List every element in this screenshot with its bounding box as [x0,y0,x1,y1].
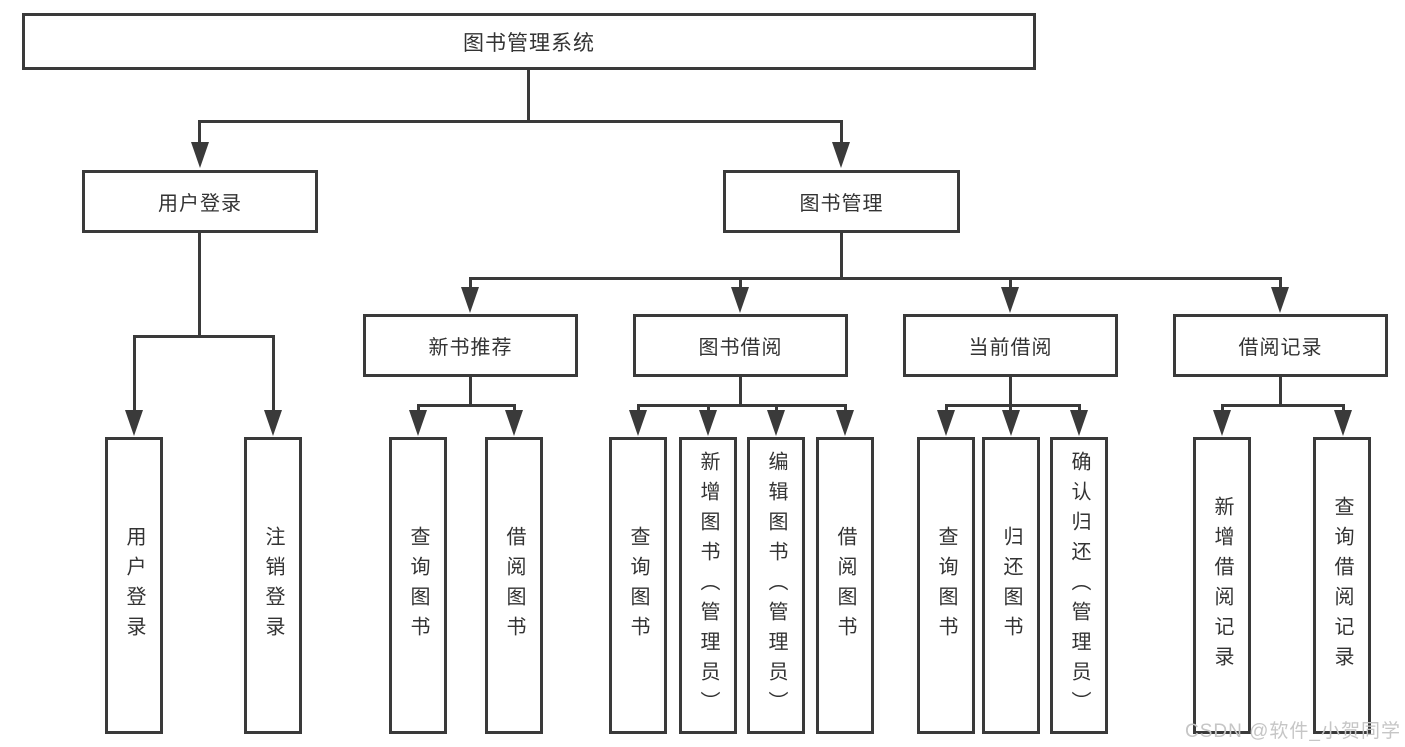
leaf-query-borrow-record: 查询借阅记录 [1313,437,1371,734]
leaf-confirm-return-admin-label: 确认归还（管理员） [1068,450,1090,721]
node-new-book-recommend-label: 新书推荐 [428,337,513,359]
arrow-down-icon [937,410,955,436]
leaf-add-book-admin-label: 新增图书（管理员） [697,450,719,721]
arrow-down-icon [1070,410,1088,436]
arrow-down-icon [699,410,717,436]
node-current-borrow: 当前借阅 [903,314,1118,377]
arrow-down-icon [461,287,479,313]
connector-line [739,377,742,407]
leaf-recommend-borrow-book-label: 借阅图书 [503,525,525,646]
arrow-down-icon [629,410,647,436]
connector-line [775,404,778,412]
leaf-current-query-book: 查询图书 [917,437,975,734]
leaf-logout-label: 注销登录 [262,525,284,646]
connector-line [199,120,843,123]
connector-line [1342,404,1345,412]
node-user-login: 用户登录 [82,170,318,233]
arrow-down-icon [1001,287,1019,313]
leaf-add-borrow-record: 新增借阅记录 [1193,437,1251,734]
arrow-down-icon [1213,410,1231,436]
leaf-add-book-admin: 新增图书（管理员） [679,437,737,734]
leaf-query-borrow-record-label: 查询借阅记录 [1331,495,1353,676]
leaf-return-book-label: 归还图书 [1000,525,1022,646]
connector-line [417,404,516,407]
connector-line [1078,404,1081,412]
arrow-down-icon [1271,287,1289,313]
arrow-down-icon [191,142,209,168]
node-root-label: 图书管理系统 [463,31,595,55]
leaf-borrow-query-book-label: 查询图书 [627,525,649,646]
connector-line [945,404,1081,407]
node-book-borrow: 图书借阅 [633,314,848,377]
node-book-management-label: 图书管理 [799,193,884,215]
connector-line [945,404,948,412]
connector-line [1009,377,1012,407]
leaf-borrow-book-label: 借阅图书 [834,525,856,646]
arrow-down-icon [125,410,143,436]
leaf-add-borrow-record-label: 新增借阅记录 [1211,495,1233,676]
leaf-user-login: 用户登录 [105,437,163,734]
node-borrow-record-label: 借阅记录 [1238,337,1323,359]
arrow-down-icon [1002,410,1020,436]
arrow-down-icon [264,410,282,436]
leaf-current-query-book-label: 查询图书 [935,525,957,646]
connector-line [1009,404,1012,412]
connector-line [527,69,530,122]
arrow-down-icon [1334,410,1352,436]
connector-line [1279,277,1282,289]
arrow-down-icon [832,142,850,168]
node-borrow-record: 借阅记录 [1173,314,1388,377]
connector-line [1221,404,1345,407]
connector-line [1279,377,1282,407]
connector-line [133,335,275,338]
leaf-confirm-return-admin: 确认归还（管理员） [1050,437,1108,734]
leaf-edit-book-admin-label: 编辑图书（管理员） [765,450,787,721]
connector-line [513,404,516,412]
connector-line [844,404,847,412]
connector-line [1009,277,1012,289]
arrow-down-icon [731,287,749,313]
arrow-down-icon [505,410,523,436]
leaf-edit-book-admin: 编辑图书（管理员） [747,437,805,734]
connector-line [417,404,420,412]
leaf-recommend-query-book-label: 查询图书 [407,525,429,646]
leaf-recommend-query-book: 查询图书 [389,437,447,734]
connector-line [198,120,201,144]
connector-line [739,277,742,289]
node-book-borrow-label: 图书借阅 [698,337,783,359]
leaf-borrow-book: 借阅图书 [816,437,874,734]
node-book-management: 图书管理 [723,170,960,233]
connector-line [840,120,843,144]
connector-line [469,277,472,289]
connector-line [469,277,1282,280]
csdn-watermark: CSDN @软件_小贺同学 [1185,721,1401,742]
node-root: 图书管理系统 [22,13,1036,70]
leaf-borrow-query-book: 查询图书 [609,437,667,734]
connector-line [1221,404,1224,412]
leaf-return-book: 归还图书 [982,437,1040,734]
arrow-down-icon [767,410,785,436]
connector-line [469,377,472,407]
leaf-recommend-borrow-book: 借阅图书 [485,437,543,734]
connector-line [637,404,640,412]
connector-line [840,233,843,279]
node-new-book-recommend: 新书推荐 [363,314,578,377]
leaf-logout: 注销登录 [244,437,302,734]
leaf-user-login-label: 用户登录 [123,525,145,646]
arrow-down-icon [409,410,427,436]
connector-line [637,404,847,407]
connector-line [133,335,136,412]
connector-line [272,335,275,412]
arrow-down-icon [836,410,854,436]
connector-line [707,404,710,412]
connector-line [198,233,201,338]
node-current-borrow-label: 当前借阅 [968,337,1053,359]
node-user-login-label: 用户登录 [158,193,242,215]
